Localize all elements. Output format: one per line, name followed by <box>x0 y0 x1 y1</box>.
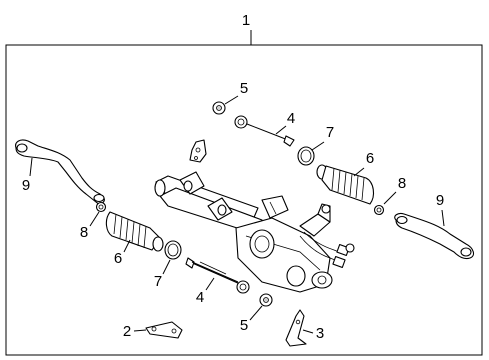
leader-9-left <box>29 157 33 177</box>
nut-right[interactable] <box>373 204 385 216</box>
leader-7-upper <box>311 141 325 151</box>
leader-2 <box>133 329 147 332</box>
outer-tie-rod-right[interactable] <box>394 212 475 260</box>
callout-9-left: 9 <box>22 177 30 194</box>
callout-4-lower: 4 <box>196 289 204 306</box>
callout-8-left: 8 <box>80 224 88 241</box>
callout-7-upper: 7 <box>326 124 334 141</box>
callout-1: 1 <box>242 12 250 29</box>
callout-5-lower: 5 <box>240 317 248 334</box>
nut-left[interactable] <box>95 201 107 213</box>
callout-6-right: 6 <box>366 150 374 167</box>
leader-4-upper <box>275 125 287 135</box>
leader-8-right <box>383 191 397 205</box>
leader-3 <box>302 329 314 334</box>
callout-7-lower: 7 <box>154 273 162 290</box>
callout-4-upper: 4 <box>287 110 295 127</box>
callout-9-right: 9 <box>436 192 444 209</box>
leader-6-left <box>123 239 131 253</box>
callout-8-right: 8 <box>398 175 406 192</box>
clamp-upper[interactable] <box>297 146 315 166</box>
inner-tie-rod-end-lower[interactable] <box>185 257 250 294</box>
steering-rack-housing[interactable] <box>154 139 355 293</box>
diagram-frame <box>5 44 483 356</box>
boot-left[interactable] <box>105 211 164 252</box>
clamp-lower[interactable] <box>164 240 182 260</box>
boot-right[interactable] <box>316 164 375 205</box>
callout-2: 2 <box>123 323 131 340</box>
bracket-3[interactable] <box>285 309 307 347</box>
callout-3: 3 <box>316 325 324 342</box>
inner-tie-rod-end-upper[interactable] <box>234 115 295 147</box>
bushing-lower[interactable] <box>259 293 273 307</box>
leader-5-lower <box>249 305 263 321</box>
callout-6-left: 6 <box>114 250 122 267</box>
outer-tie-rod-left[interactable] <box>15 139 105 205</box>
leader-4-lower <box>205 277 215 291</box>
leader-9-right <box>441 209 445 227</box>
bushing-upper[interactable] <box>212 101 226 115</box>
leader-5-upper <box>224 95 239 105</box>
leader-6-right <box>353 167 365 177</box>
leader-8-left <box>89 211 100 227</box>
leader-7-lower <box>162 259 171 275</box>
bracket-2[interactable] <box>145 321 183 339</box>
mount-cushion[interactable] <box>261 195 289 219</box>
callout-5-upper: 5 <box>240 80 248 97</box>
